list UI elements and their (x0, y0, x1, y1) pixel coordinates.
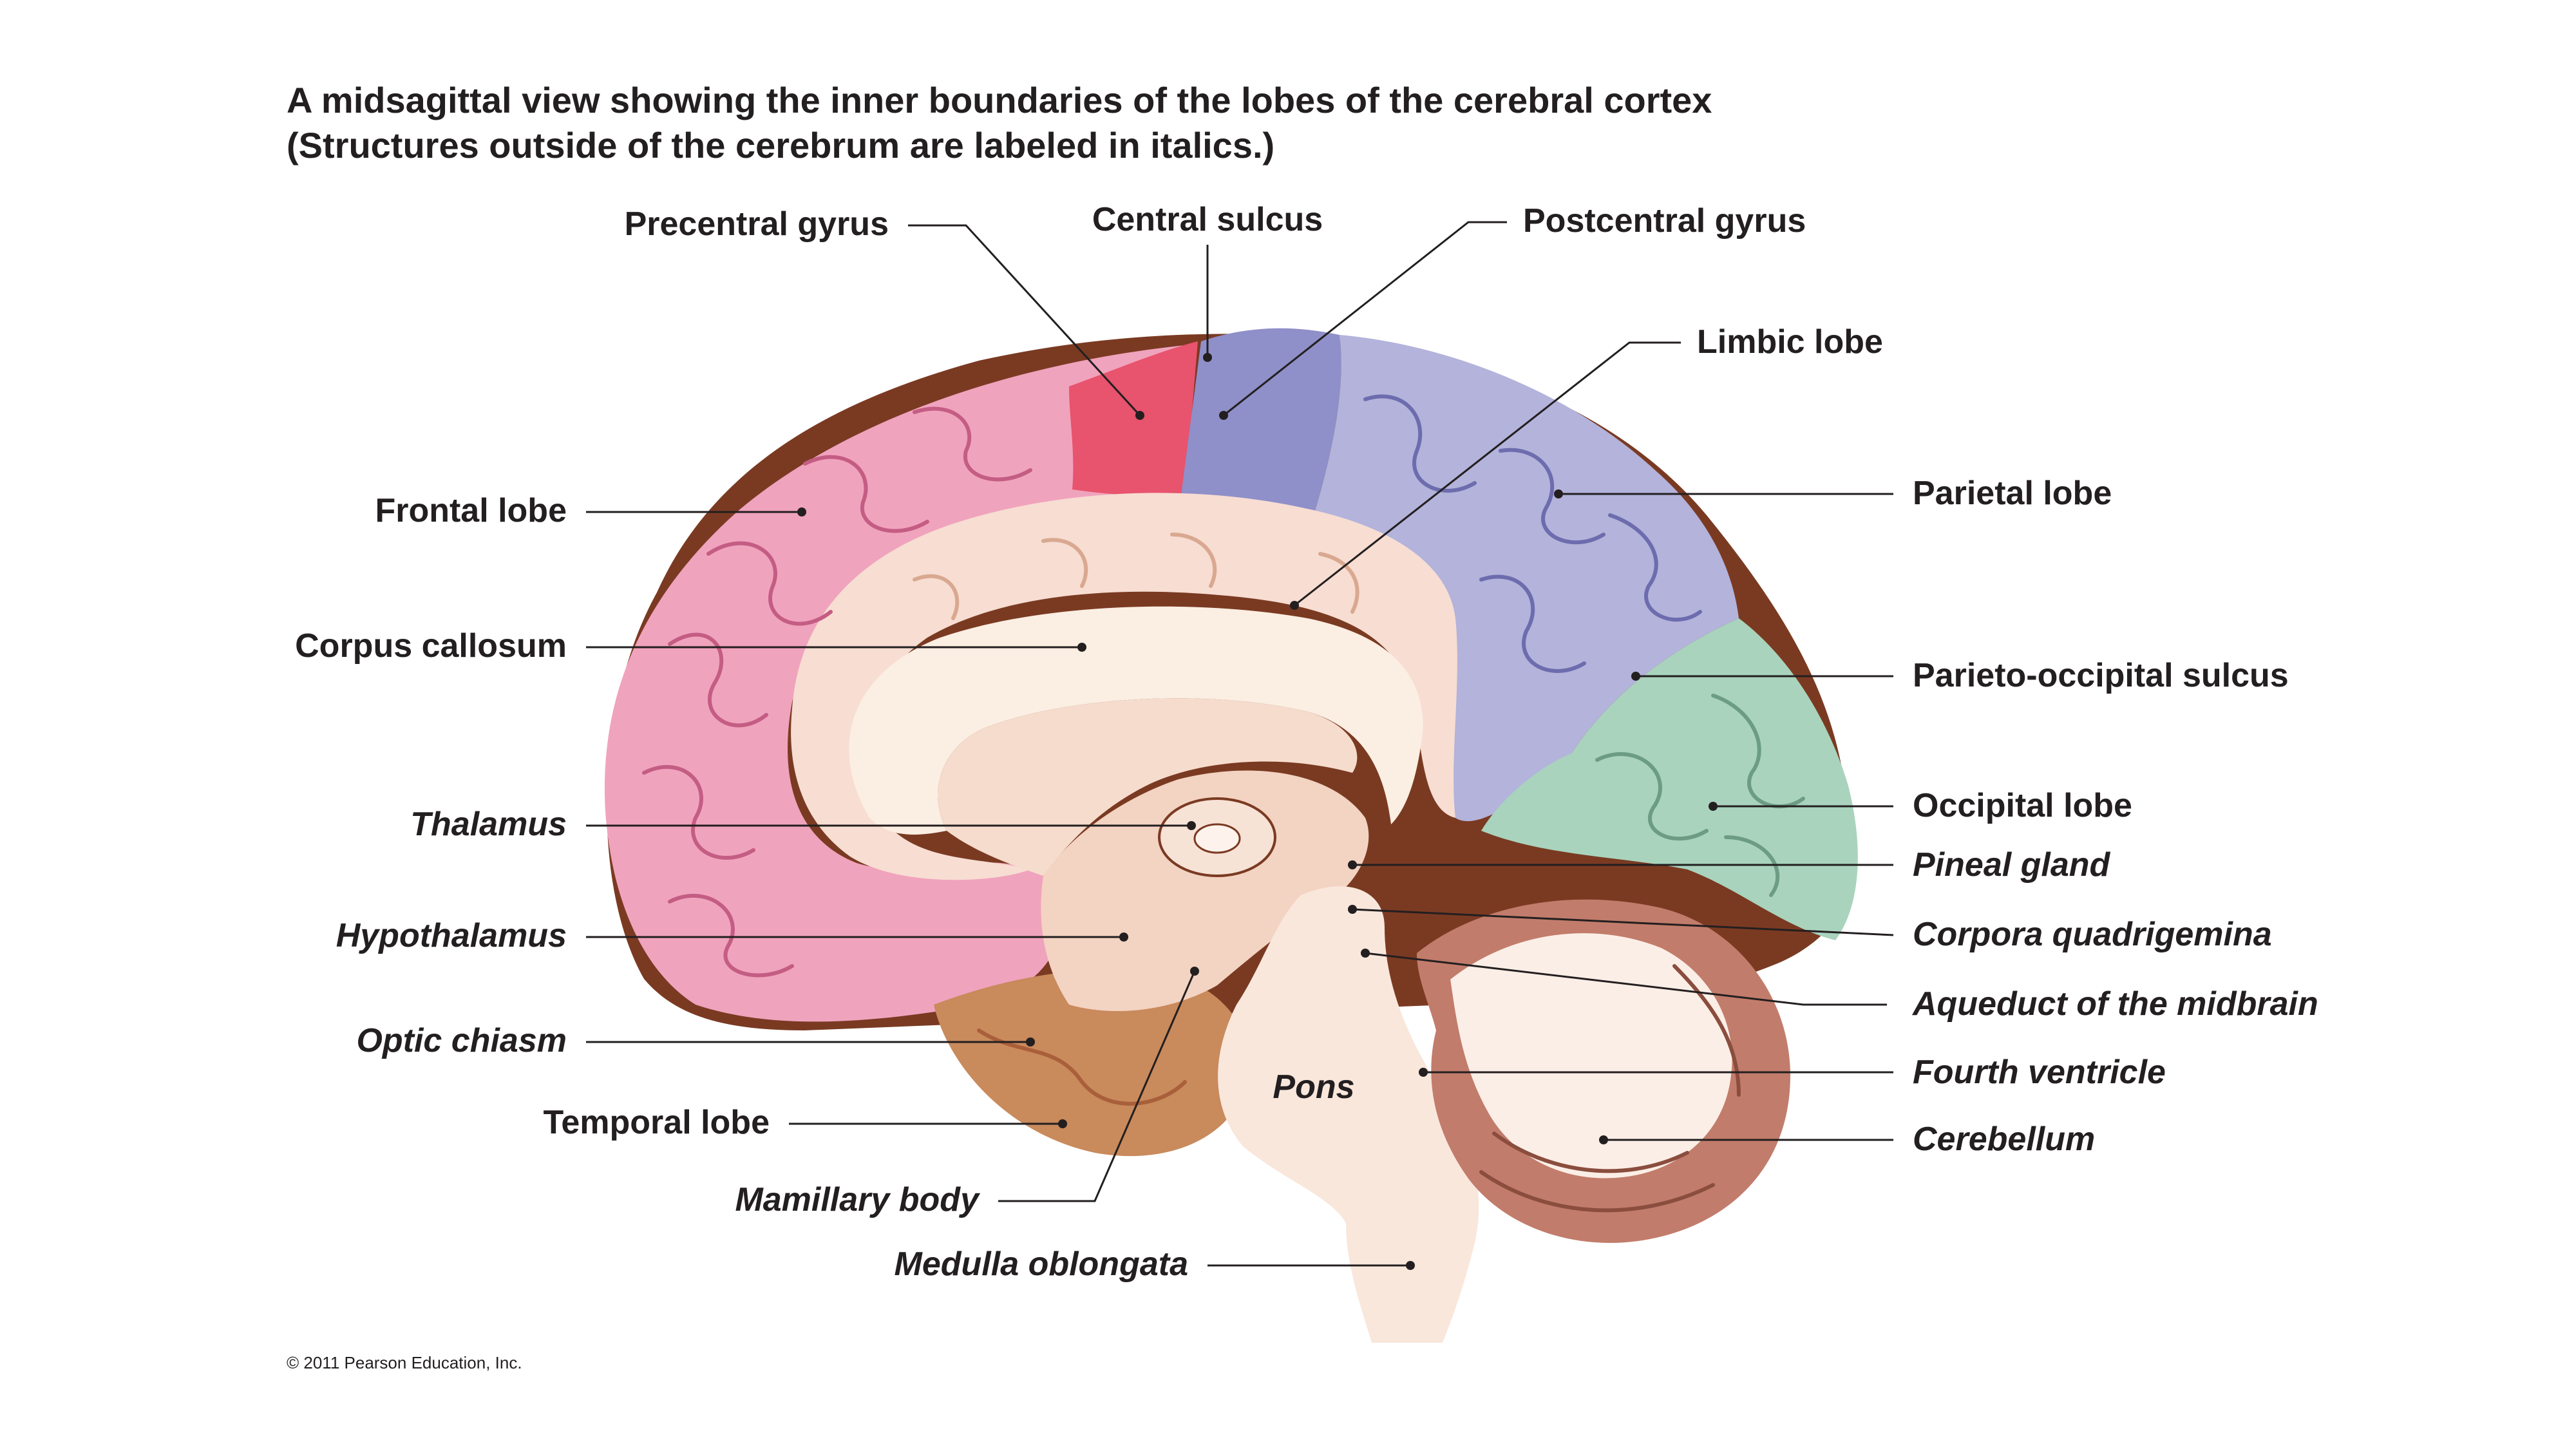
brainstem-region (1218, 886, 1479, 1343)
label-corpus-callosum: Corpus callosum (295, 627, 567, 665)
ventricle-interior (938, 698, 1358, 876)
label-cerebellum: Cerebellum (1913, 1121, 2095, 1158)
occipital-lobe-region (1481, 618, 1858, 940)
label-parieto-occipital-sulcus: Parieto-occipital sulcus (1913, 657, 2289, 694)
label-corpora-quadrigemina: Corpora quadrigemina (1913, 916, 2272, 953)
label-aqueduct-of-the-midbrain: Aqueduct of the midbrain (1911, 985, 2318, 1023)
limbic-lobe-region (791, 493, 1457, 880)
gyri-linework (642, 394, 1805, 1213)
label-precentral-gyrus: Precentral gyrus (625, 205, 889, 243)
diencephalon-region (1041, 770, 1369, 1011)
label-fourth-ventricle: Fourth ventricle (1913, 1054, 2166, 1091)
labels: Precentral gyrus Central sulcus Postcent… (295, 201, 2318, 1283)
label-temporal-lobe: Temporal lobe (543, 1104, 770, 1141)
copyright-credit: © 2011 Pearson Education, Inc. (287, 1353, 522, 1372)
leader-lines (586, 221, 1894, 1270)
label-medulla-oblongata: Medulla oblongata (895, 1245, 1188, 1283)
label-limbic-lobe: Limbic lobe (1697, 323, 1883, 361)
postcentral-gyrus-region (1179, 328, 1341, 520)
label-mamillary-body: Mamillary body (735, 1181, 981, 1218)
label-frontal-lobe: Frontal lobe (375, 492, 567, 529)
diagram-title-line1: A midsagittal view showing the inner bou… (287, 80, 1712, 120)
label-postcentral-gyrus: Postcentral gyrus (1523, 202, 1806, 240)
label-central-sulcus: Central sulcus (1092, 201, 1323, 238)
diagram-title-line2: (Structures outside of the cerebrum are … (287, 125, 1274, 166)
label-parietal-lobe: Parietal lobe (1913, 475, 2112, 512)
arbor-vitae (1447, 931, 1735, 1181)
precentral-gyrus-region (1069, 341, 1198, 497)
brain-illustration (604, 328, 1858, 1343)
label-thalamus: Thalamus (410, 806, 567, 843)
label-pineal-gland: Pineal gland (1913, 846, 2111, 884)
corpus-callosum-region (849, 606, 1423, 835)
temporal-lobe-region (934, 970, 1250, 1157)
label-occipital-lobe: Occipital lobe (1913, 787, 2132, 824)
label-optic-chiasm: Optic chiasm (356, 1022, 567, 1059)
parietal-lobe-region (1314, 335, 1739, 822)
label-pons: Pons (1273, 1068, 1354, 1106)
label-hypothalamus: Hypothalamus (336, 917, 567, 954)
interthalamic-adhesion (1193, 823, 1241, 854)
